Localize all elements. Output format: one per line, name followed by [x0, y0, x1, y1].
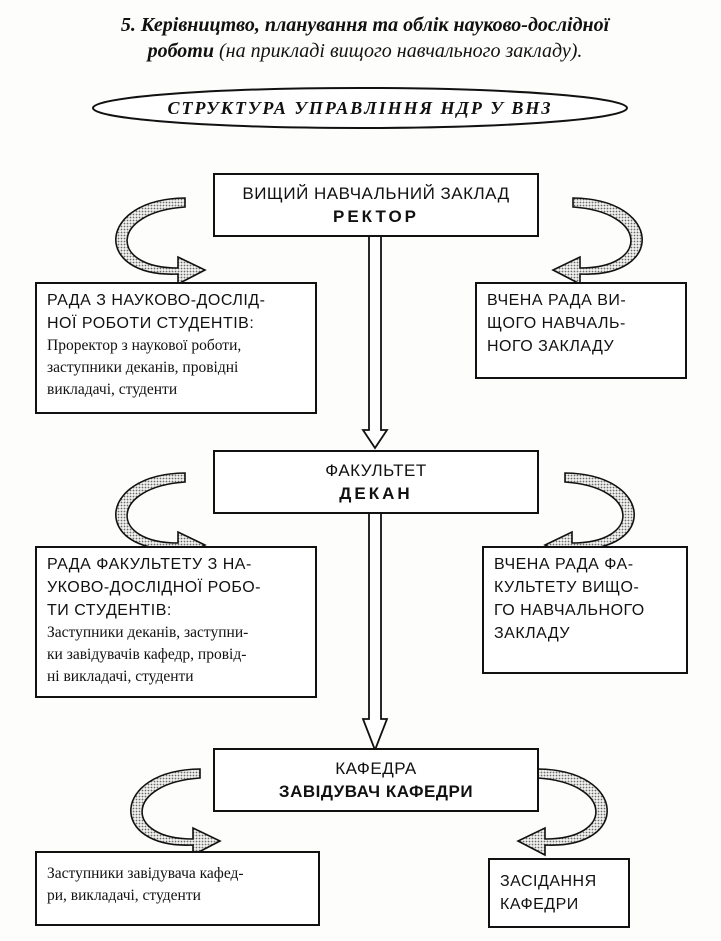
university-rector-box: ВИЩИЙ НАВЧАЛЬНИЙ ЗАКЛАД РЕКТОР [213, 173, 539, 237]
curved-arrow-right-3 [516, 768, 608, 857]
faculty-academic-council-line: ГО НАВЧАЛЬНОГО [494, 602, 645, 619]
section-subheading: роботи (на прикладі вищого навчального з… [40, 38, 690, 64]
faculty-council-members-line: ні викладачі, студенти [47, 668, 194, 685]
curved-arrow-left-3 [130, 768, 222, 857]
faculty-academic-council-line: ЗАКЛАДУ [494, 625, 571, 642]
department-label: КАФЕДРА [335, 759, 417, 778]
council-members-line: викладачі, студенти [47, 381, 178, 398]
dean-label: ДЕКАН [339, 484, 413, 503]
faculty-academic-council-line: ВЧЕНА РАДА ФА- [494, 556, 634, 573]
faculty-academic-council-box: ВЧЕНА РАДА ФА- КУЛЬТЕТУ ВИЩО- ГО НАВЧАЛЬ… [482, 546, 688, 674]
down-arrow-rector-to-dean [361, 207, 389, 450]
rector-label: РЕКТОР [333, 207, 419, 226]
academic-council-line: НОГО ЗАКЛАДУ [487, 338, 615, 355]
department-staff-line: ри, викладачі, студенти [47, 887, 201, 904]
section-heading: 5. Керівництво, планування та облік наук… [120, 14, 610, 36]
council-members-line: Проректор з наукової роботи, [47, 337, 242, 354]
faculty-council-members-line: ки завідувачів кафедр, провід- [47, 646, 247, 663]
department-staff-box: Заступники завідувача кафед- ри, виклада… [35, 851, 320, 926]
department-head-label: ЗАВІДУВАЧ КАФЕДРИ [278, 782, 474, 801]
council-title-line: РАДА З НАУКОВО-ДОСЛІД- [47, 292, 266, 309]
faculty-student-council-box: РАДА ФАКУЛЬТЕТУ З НА- УКОВО-ДОСЛІДНОЇ РО… [35, 546, 317, 698]
council-members-line: заступники деканів, провідні [47, 359, 239, 376]
faculty-dean-box: ФАКУЛЬТЕТ ДЕКАН [213, 450, 539, 514]
diagram-title: СТРУКТУРА УПРАВЛІННЯ НДР У ВНЗ [167, 97, 553, 118]
curved-arrow-right-1 [551, 197, 643, 286]
faculty-label: ФАКУЛЬТЕТ [325, 461, 427, 480]
title-banner-ellipse [92, 87, 628, 129]
curved-arrow-left-1 [115, 197, 207, 286]
academic-council-line: ЩОГО НАВЧАЛЬ- [487, 315, 626, 332]
faculty-academic-council-line: КУЛЬТЕТУ ВИЩО- [494, 579, 640, 596]
faculty-council-title-line: РАДА ФАКУЛЬТЕТУ З НА- [47, 556, 252, 573]
faculty-council-title-line: ТИ СТУДЕНТІВ: [47, 602, 172, 619]
department-meeting-box: ЗАСІДАННЯ КАФЕДРИ [488, 858, 630, 928]
academic-council-line: ВЧЕНА РАДА ВИ- [487, 292, 627, 309]
curved-arrow-right-2 [543, 472, 635, 561]
down-arrow-dean-to-head [361, 496, 389, 753]
department-head-box: КАФЕДРА ЗАВІДУВАЧ КАФЕДРИ [213, 748, 539, 812]
faculty-council-members-line: Заступники деканів, заступни- [47, 624, 249, 641]
faculty-council-title-line: УКОВО-ДОСЛІДНОЇ РОБО- [47, 579, 261, 596]
section-subheading-note: (на прикладі вищого навчального закладу)… [213, 40, 583, 62]
student-research-council-box: РАДА З НАУКОВО-ДОСЛІД- НОЇ РОБОТИ СТУДЕН… [35, 282, 317, 414]
department-meeting-line: КАФЕДРИ [500, 896, 579, 913]
department-meeting-line: ЗАСІДАННЯ [500, 873, 597, 890]
section-subheading-main: роботи [147, 40, 214, 62]
academic-council-box: ВЧЕНА РАДА ВИ- ЩОГО НАВЧАЛЬ- НОГО ЗАКЛАД… [475, 282, 687, 379]
university-label: ВИЩИЙ НАВЧАЛЬНИЙ ЗАКЛАД [242, 184, 510, 203]
department-staff-line: Заступники завідувача кафед- [47, 865, 244, 882]
council-title-line: НОЇ РОБОТИ СТУДЕНТІВ: [47, 315, 255, 332]
